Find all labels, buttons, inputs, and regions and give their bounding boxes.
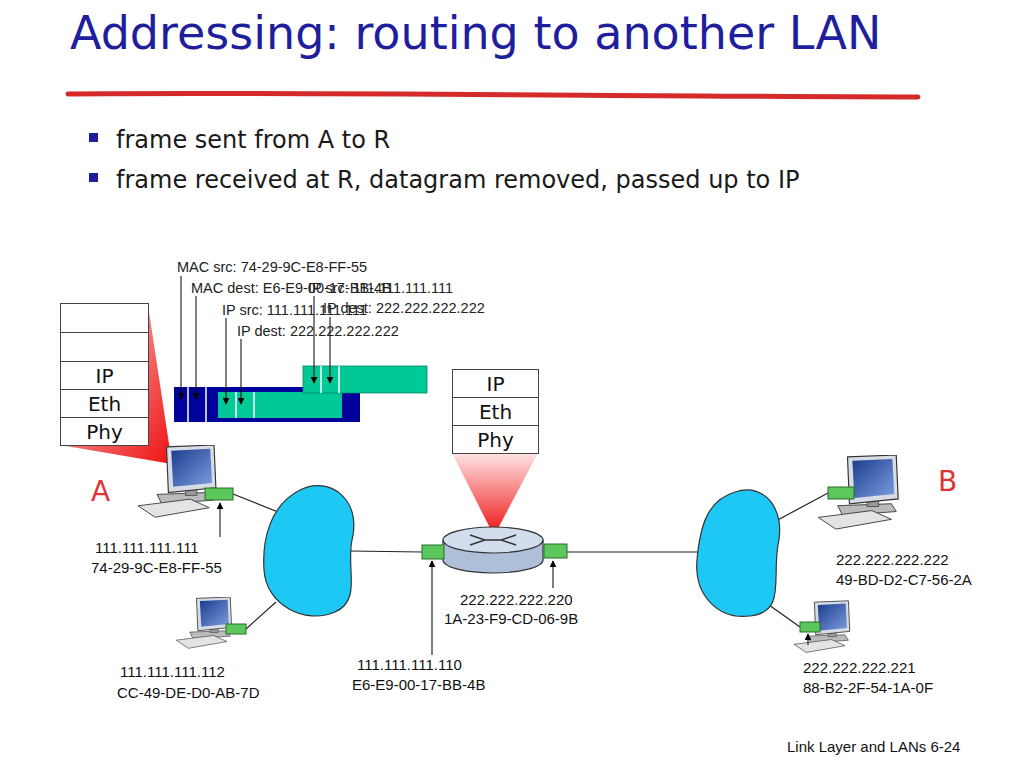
host-computer [138, 445, 216, 517]
protocol-layer-box: IP [60, 361, 149, 390]
protocol-layer-box: Phy [452, 425, 539, 454]
interface-port [544, 544, 567, 558]
header-field: IP src: 111.111.111.111 [222, 303, 367, 318]
lan-cloud [264, 486, 354, 616]
bullet-text: frame sent from A to R [116, 128, 390, 152]
host-computer [818, 455, 898, 529]
header-field: MAC src: 74-29-9C-E8-FF-55 [177, 260, 367, 275]
mac-address: 74-29-9C-E8-FF-55 [91, 560, 222, 575]
title-underline [68, 93, 918, 97]
protocol-layer-box: IP [452, 369, 539, 398]
frame-divider [205, 387, 207, 422]
ip-datagram [218, 392, 342, 418]
lan-cloud [697, 490, 780, 616]
interface-port [205, 488, 233, 500]
host-name: A [91, 478, 110, 506]
ip-address: 111.111.111.110 [357, 657, 462, 672]
protocol-layer-box: Phy [60, 417, 149, 446]
protocol-layer-box: Eth [60, 389, 149, 418]
protocol-layer-box: Eth [452, 397, 539, 426]
mac-address: CC-49-DE-D0-AB-7D [117, 685, 260, 700]
mac-address: 1A-23-F9-CD-06-9B [444, 611, 578, 626]
ip-address: 111.111.111.111 [95, 540, 199, 555]
link-wire [233, 494, 278, 512]
header-field: IP src: 111.111.111.111 [308, 281, 453, 296]
mac-address: 88-B2-2F-54-1A-0F [803, 680, 933, 695]
bullet-text: frame received at R, datagram removed, p… [116, 168, 799, 192]
ip-address: 222.222.222.220 [460, 592, 573, 607]
host-computer [794, 601, 850, 653]
slide-title: Addressing: routing to another LAN [70, 0, 950, 68]
interface-port [422, 545, 444, 559]
leader-arrow [181, 276, 182, 399]
layer-name: Eth [479, 400, 512, 424]
empty-layer-box [60, 332, 149, 362]
leader-arrow [226, 318, 227, 404]
datagram-divider [235, 392, 237, 418]
host-computer [176, 597, 231, 648]
router-top [443, 527, 543, 553]
leader-arrow [432, 561, 433, 655]
layer-name: Phy [477, 428, 514, 452]
leader-arrow [220, 503, 221, 537]
datagram-divider [253, 392, 255, 418]
ip-address: 222.222.222.221 [803, 660, 916, 675]
link-wire [246, 602, 276, 629]
layer-name: Phy [86, 420, 123, 444]
link-wire [350, 551, 422, 552]
ip-address: 111.111.111.112 [120, 664, 225, 679]
header-field: IP dest: 222.222.222.222 [237, 324, 399, 339]
bullet-square [89, 133, 98, 142]
layer-name: IP [96, 364, 114, 388]
zoom-cone [452, 453, 538, 536]
interface-port [226, 624, 246, 634]
empty-layer-box [60, 303, 149, 333]
bullet-square [89, 173, 98, 182]
datagram-divider [320, 366, 322, 393]
mac-address: 49-BD-D2-C7-56-2A [836, 572, 972, 587]
leader-arrow [808, 634, 809, 645]
mac-address: E6-E9-00-17-BB-4B [352, 677, 485, 692]
interface-port [828, 487, 854, 499]
frame-divider [187, 387, 189, 422]
router-arrows [470, 535, 516, 545]
ip-datagram [303, 366, 427, 393]
leader-arrow [241, 339, 242, 404]
layer-name: IP [487, 372, 505, 396]
host-name: B [938, 468, 957, 496]
layer-name: Eth [88, 392, 121, 416]
leader-arrow [196, 296, 197, 399]
slide-footer: Link Layer and LANs 6-24 [787, 739, 960, 754]
leader-arrow [553, 561, 554, 588]
datagram-divider [338, 366, 340, 393]
interface-port [800, 622, 820, 632]
link-wire [567, 551, 698, 552]
ip-address: 222.222.222.222 [836, 552, 949, 567]
